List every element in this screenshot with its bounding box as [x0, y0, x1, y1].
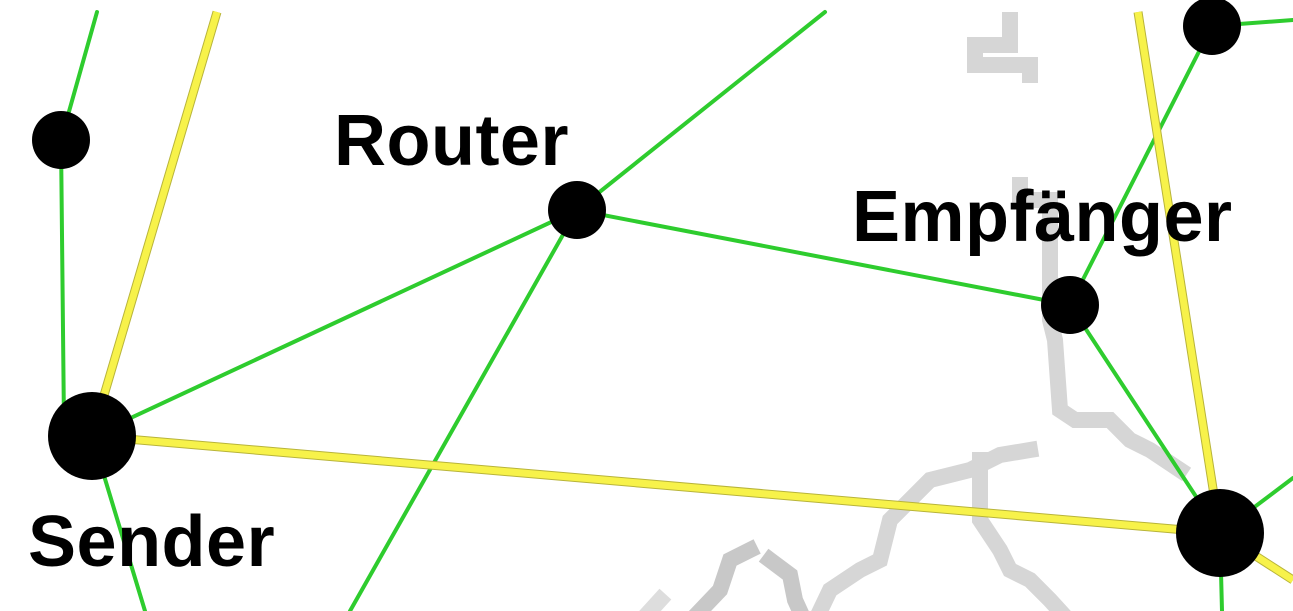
node-a [32, 111, 90, 169]
map-trace-lower-mid [972, 452, 1071, 611]
map-trace-middle [1012, 177, 1192, 482]
node-router [548, 181, 606, 239]
router-label: Router [334, 101, 569, 181]
network-nodes [32, 0, 1264, 577]
link-router-to-receiver [575, 208, 1072, 307]
link-receiver-to-top-right-node [1068, 24, 1214, 307]
node-top-right [1183, 0, 1241, 55]
node-bottom-right [1176, 489, 1264, 577]
link-router-to-bottom [348, 208, 579, 611]
route-sender-to-bottom-right [91, 432, 1221, 537]
network-links [59, 10, 1293, 611]
sender-label: Sender [28, 502, 276, 582]
link-router-to-top [575, 10, 827, 212]
node-receiver [1041, 276, 1099, 334]
map-trace-bottom-left [688, 539, 761, 611]
route-top-to-sender [88, 11, 221, 437]
link-receiver-to-bottom-right-node [1068, 303, 1222, 535]
map-trace-top [967, 12, 1038, 83]
map-trace [639, 12, 1192, 611]
map-trace-bottom-left-2 [758, 548, 809, 611]
node-sender [48, 392, 136, 480]
map-trace-bottom-far [639, 588, 672, 611]
route-top-to-bottom-right [1134, 11, 1224, 534]
receiver-label: Empfänger [852, 177, 1233, 257]
highlighted-route [87, 10, 1293, 584]
link-node-a-to-sender [59, 138, 66, 427]
link-sender-to-router [90, 208, 579, 438]
map-trace-lower-left [811, 440, 1040, 611]
